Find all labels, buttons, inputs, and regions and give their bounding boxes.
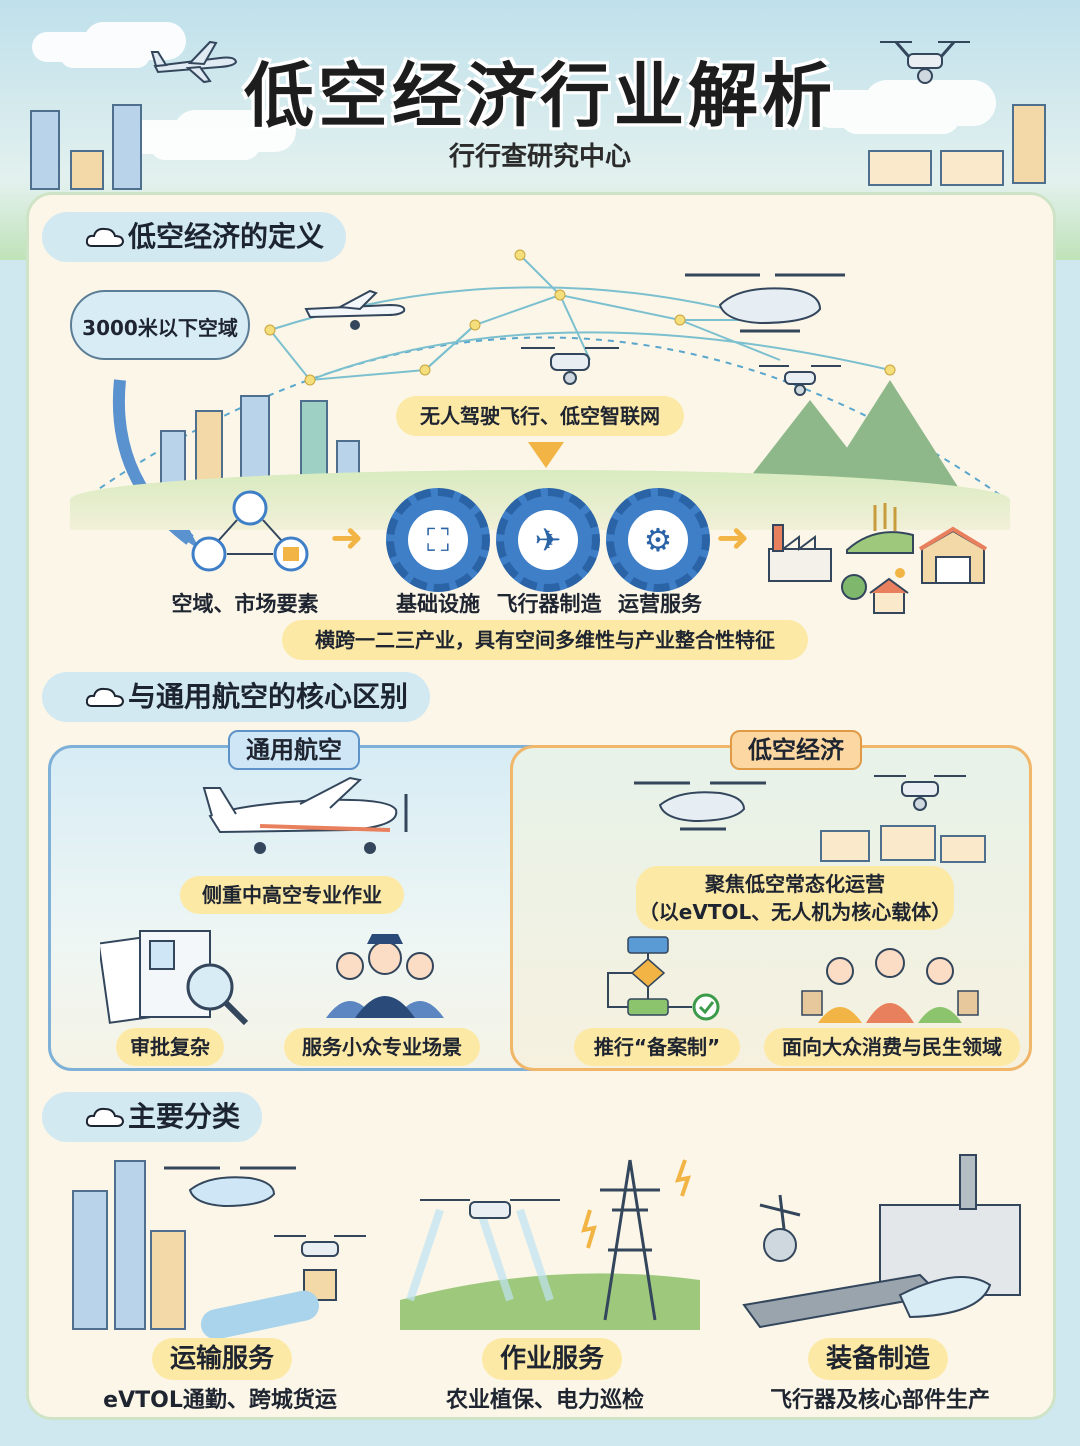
flowchart-icon: ⛶ xyxy=(408,510,468,570)
warehouse-icon xyxy=(918,526,988,584)
low-altitude-focus-line2: （以eVTOL、无人机为核心载体） xyxy=(638,900,952,924)
cloud-icon xyxy=(86,687,124,707)
gear-label-aircraft: 飞行器制造 xyxy=(496,592,602,616)
cloud-icon xyxy=(86,227,124,247)
low-altitude-focus: 聚焦低空常态化运营 （以eVTOL、无人机为核心载体） xyxy=(636,866,954,930)
evtol-icon xyxy=(164,1166,296,1208)
airspace-label: 3000米以下空域 xyxy=(82,316,238,340)
cloud-decoration xyxy=(150,130,260,160)
drone-icon xyxy=(880,41,970,84)
building-decoration xyxy=(195,410,223,490)
airplane-icon xyxy=(304,289,406,330)
section-heading-categories: 主要分类 xyxy=(42,1092,263,1142)
mountain-decoration xyxy=(820,380,960,490)
gear-operations: ⚙ xyxy=(606,488,710,592)
factory-production-icon xyxy=(742,1154,1021,1329)
approval-complex-label: 审批复杂 xyxy=(116,1028,224,1066)
building-decoration xyxy=(150,1230,186,1330)
agri-drone-power-tower-icon xyxy=(400,1159,700,1330)
public-consumers-icon xyxy=(801,948,979,1023)
general-aviation-tag: 通用航空 xyxy=(228,730,360,770)
airspace-cloud xyxy=(70,290,250,360)
category-title-manufacturing: 装备制造 xyxy=(808,1338,949,1380)
building-decoration xyxy=(1012,104,1046,184)
down-arrow-icon xyxy=(528,442,564,468)
low-altitude-tag: 低空经济 xyxy=(730,730,862,770)
drone-icon xyxy=(874,775,966,811)
general-aviation-focus: 侧重中高空专业作业 xyxy=(180,876,404,914)
cloud-decoration xyxy=(840,100,960,134)
documents-magnifier-icon xyxy=(100,930,249,1025)
category-desc-manufacturing: 飞行器及核心部件生产 xyxy=(769,1388,990,1413)
building-decoration xyxy=(112,104,142,190)
hand-gear-icon: ⚙ xyxy=(628,510,688,570)
gear-label-infrastructure: 基础设施 xyxy=(396,592,480,616)
building-decoration xyxy=(72,1190,108,1330)
industry-summary: 横跨一二三产业，具有空间多维性与产业整合性特征 xyxy=(282,620,808,660)
section-heading-label: 与通用航空的核心区别 xyxy=(128,680,409,713)
house-decoration xyxy=(940,150,1004,186)
section-heading-definition: 低空经济的定义 xyxy=(42,212,347,262)
category-desc-transport: eVTOL通勤、跨城货运 xyxy=(103,1388,337,1413)
section-heading-label: 主要分类 xyxy=(128,1100,241,1133)
category-title-operations: 作业服务 xyxy=(482,1338,623,1380)
village-icon xyxy=(841,568,909,614)
filing-system-label: 推行“备案制” xyxy=(574,1028,740,1066)
small-airplane-icon xyxy=(202,776,408,854)
airplane-icon xyxy=(150,40,238,84)
building-decoration xyxy=(240,395,270,490)
section-heading-difference: 与通用航空的核心区别 xyxy=(42,672,431,722)
gear-aircraft-manufacturing: ✈ xyxy=(496,488,600,592)
house-decoration xyxy=(940,835,986,863)
market-elements-icon xyxy=(191,490,309,572)
right-arrow-icon: ➜ xyxy=(716,515,750,561)
category-desc-operations: 农业植保、电力巡检 xyxy=(445,1388,644,1413)
page-subtitle: 行行查研究中心 xyxy=(448,142,631,172)
evtol-icon xyxy=(634,781,766,831)
cloud-decoration xyxy=(60,42,150,68)
niche-scenarios-label: 服务小众专业场景 xyxy=(284,1028,480,1066)
airplane-icon: ✈ xyxy=(518,510,578,570)
factory-icon xyxy=(768,524,832,582)
public-consumption-label: 面向大众消费与民生领域 xyxy=(764,1028,1020,1066)
drone-icon xyxy=(521,347,619,385)
category-title-transport: 运输服务 xyxy=(152,1338,293,1380)
evtol-icon xyxy=(685,273,845,333)
gear-label-operations: 运营服务 xyxy=(618,592,702,616)
page-title: 低空经济行业解析 xyxy=(244,55,836,137)
network-label: 无人驾驶飞行、低空智联网 xyxy=(396,396,684,436)
low-altitude-focus-line1: 聚焦低空常态化运营 xyxy=(705,872,885,896)
farm-icon xyxy=(846,503,914,554)
drone-icon xyxy=(759,365,841,396)
elements-label: 空域、市场要素 xyxy=(171,592,319,616)
pilots-crew-icon xyxy=(326,934,444,1018)
building-decoration xyxy=(30,110,60,190)
house-decoration xyxy=(820,830,870,862)
building-decoration xyxy=(70,150,104,190)
filing-flowchart-icon xyxy=(607,936,720,1021)
section-heading-label: 低空经济的定义 xyxy=(128,220,325,253)
right-arrow-icon: ➜ xyxy=(330,515,364,561)
building-decoration xyxy=(114,1160,146,1330)
cloud-icon xyxy=(86,1107,124,1127)
gear-infrastructure: ⛶ xyxy=(386,488,490,592)
house-decoration xyxy=(880,825,936,861)
house-decoration xyxy=(868,150,932,186)
